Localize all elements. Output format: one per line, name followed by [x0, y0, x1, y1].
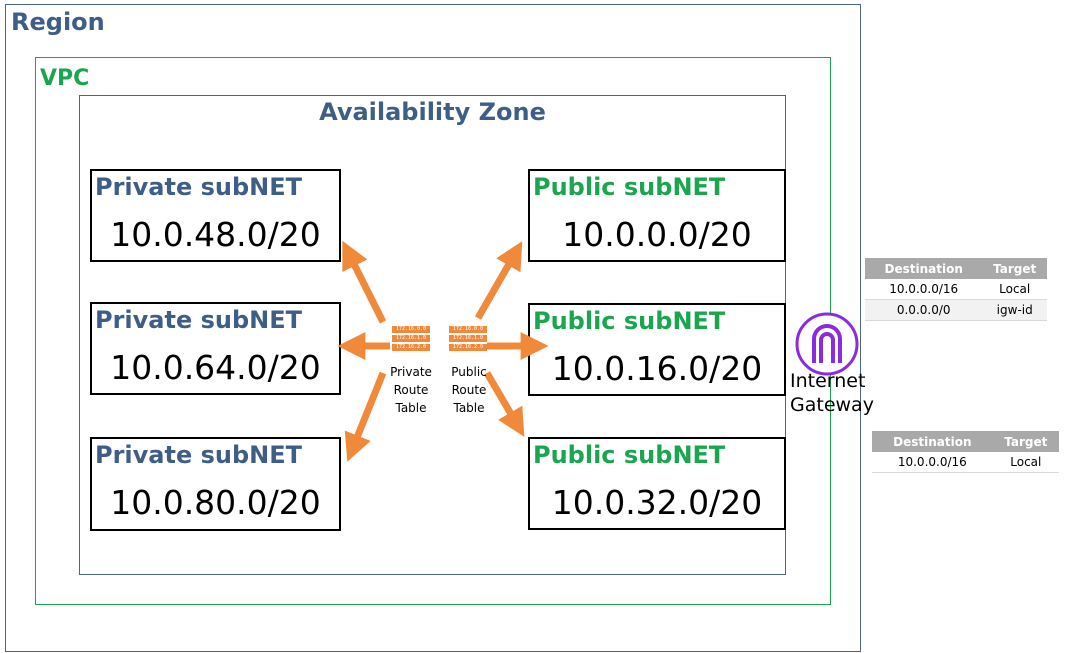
subnet-label: Public subNET: [533, 307, 726, 335]
column-header: Target: [992, 431, 1059, 452]
vpc-title: VPC: [40, 66, 90, 91]
arrow-private-bottom: [344, 371, 387, 462]
subnet-cidr: 10.0.32.0/20: [551, 483, 763, 522]
public-subnet: Public subNET 10.0.0.0/20: [528, 169, 786, 262]
subnet-label: Private subNET: [95, 306, 302, 334]
region-title: Region: [11, 8, 105, 36]
region-boundary: [5, 4, 861, 652]
private-route-table-icon: 172.16.0.0 172.16.1.0 172.16.2.0: [392, 326, 430, 353]
table-row: 10.0.0.0/16 Local: [865, 279, 1047, 300]
subnet-label: Private subNET: [95, 173, 302, 201]
private-subnet: Private subNET 10.0.80.0/20: [90, 437, 341, 531]
public-route-table-entries: Destination Target 10.0.0.0/16 Local 0.0…: [865, 258, 1047, 321]
public-route-table-icon: 172.16.0.0 172.16.1.0 172.16.2.0: [449, 326, 487, 353]
subnet-cidr: 10.0.80.0/20: [110, 483, 321, 522]
subnet-label: Private subNET: [95, 441, 302, 469]
private-route-table-entries: Destination Target 10.0.0.0/16 Local: [872, 431, 1059, 473]
private-subnet: Private subNET 10.0.64.0/20: [90, 302, 341, 395]
subnet-label: Public subNET: [533, 441, 726, 469]
internet-gateway-icon: [795, 312, 859, 376]
table-row: 0.0.0.0/0 igw-id: [865, 299, 1047, 321]
private-subnet: Private subNET 10.0.48.0/20: [90, 169, 341, 262]
subnet-cidr: 10.0.48.0/20: [110, 215, 321, 254]
internet-gateway-label: Internet Gateway: [790, 370, 874, 416]
subnet-label: Public subNET: [533, 173, 726, 201]
column-header: Target: [982, 258, 1047, 279]
subnet-cidr: 10.0.64.0/20: [110, 348, 321, 387]
private-route-table-label: Private Route Table: [390, 365, 432, 415]
public-route-table-label: Public Route Table: [451, 365, 487, 415]
arrow-public-bottom: [483, 371, 525, 437]
table-row: 10.0.0.0/16 Local: [872, 452, 1059, 473]
arrow-private-top: [342, 240, 387, 324]
arrow-public-top: [474, 241, 523, 320]
subnet-cidr: 10.0.0.0/20: [562, 215, 752, 254]
column-header: Destination: [865, 258, 983, 279]
column-header: Destination: [872, 431, 993, 452]
subnet-cidr: 10.0.16.0/20: [551, 349, 763, 388]
public-subnet: Public subNET 10.0.32.0/20: [528, 437, 786, 530]
availability-zone-title: Availability Zone: [319, 98, 546, 126]
public-subnet: Public subNET 10.0.16.0/20: [528, 303, 786, 396]
